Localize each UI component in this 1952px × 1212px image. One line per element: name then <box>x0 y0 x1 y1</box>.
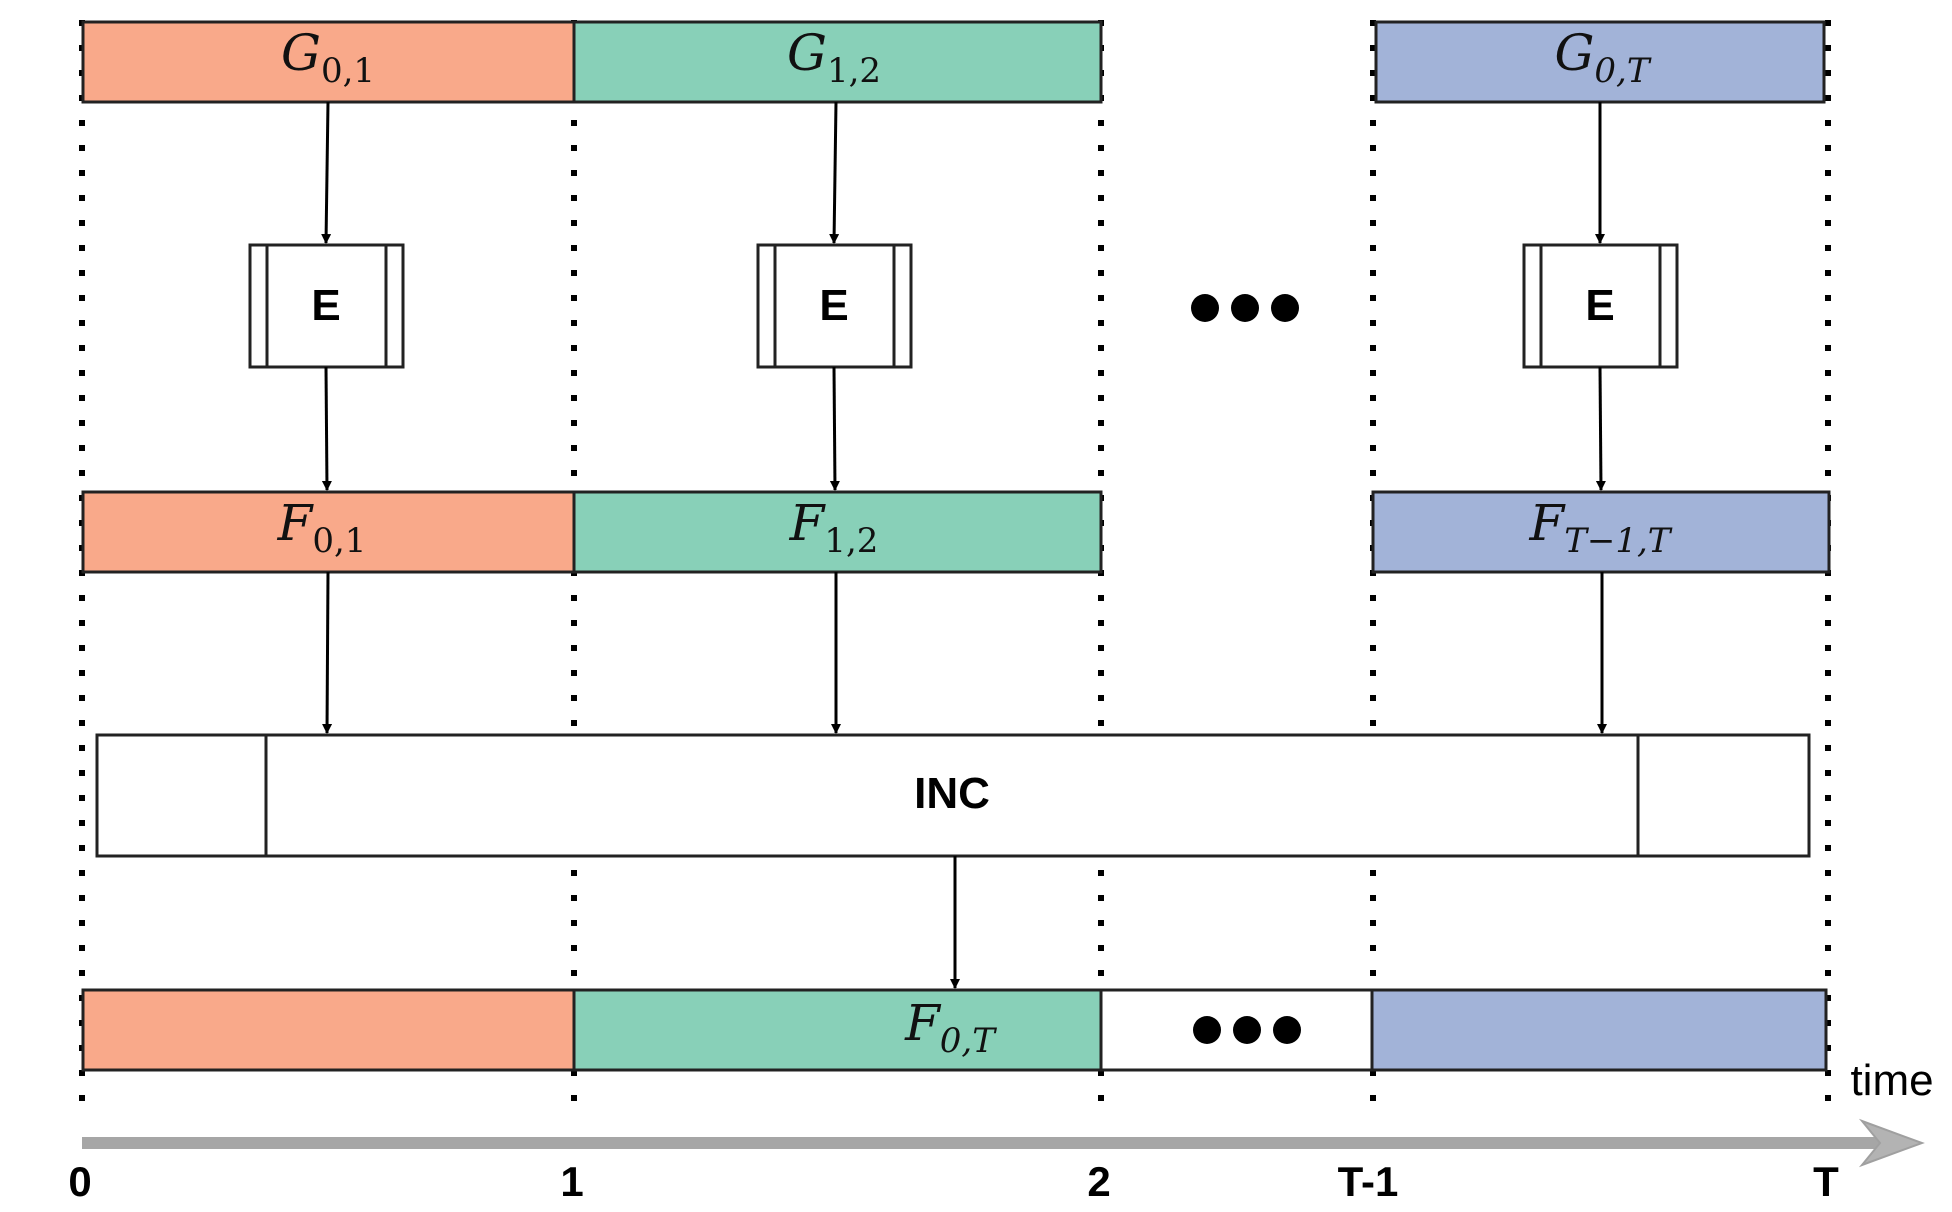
inc-box: INC <box>95 733 1811 858</box>
label-f-1-2: F1,2 <box>789 494 879 561</box>
bar-f-0-1 <box>81 490 576 574</box>
arrow-e-to-f01 <box>321 366 332 491</box>
arrow-e-to-ft1t <box>1595 366 1606 491</box>
label-f-0-t: F0,T <box>904 994 997 1061</box>
bar-bottom-0-1 <box>81 988 576 1072</box>
tick-label-t: T <box>1813 1158 1839 1205</box>
encoder-label-1: E <box>311 281 340 330</box>
tick-label-2: 2 <box>1087 1158 1110 1205</box>
encoder-label-2: E <box>819 281 848 330</box>
bottom-row: F0,T <box>81 988 1828 1072</box>
inc-label: INC <box>914 769 990 818</box>
ellipsis-bottom <box>1193 1016 1301 1044</box>
label-f-0-1: F0,1 <box>277 494 367 561</box>
time-axis-arrowhead <box>1858 1118 1925 1168</box>
time-axis-title: time <box>1850 1056 1933 1105</box>
label-g-1-2: G1,2 <box>787 24 881 91</box>
tick-label-t-minus-1: T-1 <box>1338 1158 1399 1205</box>
label-f-t-minus-1-t: FT−1,T <box>1529 494 1673 561</box>
bar-f-t-minus-1-t <box>1371 490 1831 574</box>
encoder-box-1: E <box>248 243 405 369</box>
top-row: G0,1 G1,2 G0,T <box>81 20 1826 104</box>
bar-f-1-2 <box>572 490 1103 574</box>
arrow-e-to-f12 <box>829 366 840 491</box>
ellipsis-middle <box>1191 294 1299 322</box>
encoder-label-3: E <box>1585 281 1614 330</box>
tick-label-0: 0 <box>68 1158 91 1205</box>
encoder-box-3: E <box>1522 243 1679 369</box>
arrow-g12-to-e <box>829 101 840 244</box>
bar-bottom-1-2 <box>572 988 1103 1072</box>
label-g-0-t: G0,T <box>1554 24 1651 91</box>
tick-label-1: 1 <box>560 1158 583 1205</box>
encoders: E E E <box>248 243 1679 369</box>
arrows <box>321 101 1607 989</box>
bar-g-1-2 <box>572 20 1103 104</box>
label-g-0-1: G0,1 <box>281 24 375 91</box>
encoder-box-2: E <box>756 243 913 369</box>
bar-g-0-1 <box>81 20 576 104</box>
time-axis: time 0 1 2 T-1 T <box>68 1056 1933 1205</box>
bar-bottom-t-minus-1-t <box>1370 988 1828 1072</box>
arrow-f01-to-inc <box>322 571 333 734</box>
middle-row: F0,1 F1,2 FT−1,T <box>81 490 1831 574</box>
arrow-g01-to-e <box>321 101 332 244</box>
